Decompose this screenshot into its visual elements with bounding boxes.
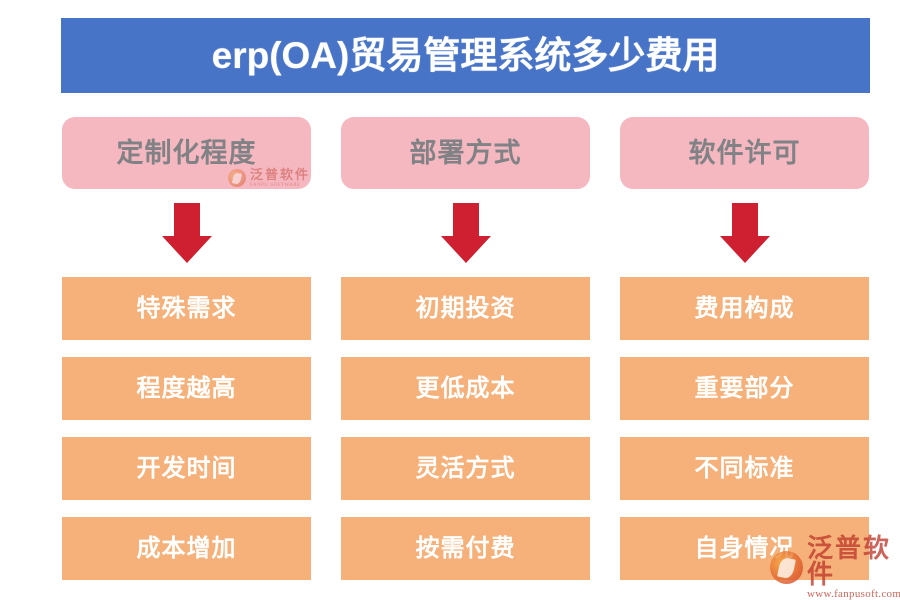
arrow-container-2 <box>341 189 590 277</box>
arrow-container-1 <box>62 189 311 277</box>
item-box[interactable]: 更低成本 <box>341 357 590 420</box>
arrow-head <box>161 236 212 263</box>
item-label: 程度越高 <box>136 374 237 402</box>
item-label: 自身情况 <box>694 534 795 562</box>
title-banner: erp(OA)贸易管理系统多少费用 <box>61 18 870 93</box>
category-header-label-2: 部署方式 <box>409 137 522 168</box>
arrow-shaft <box>452 203 479 238</box>
category-column-3: 软件许可 费用构成 重要部分 不同标准 自身情况 <box>620 117 869 580</box>
item-label: 特殊需求 <box>136 294 237 322</box>
arrow-shaft <box>173 203 200 238</box>
item-box[interactable]: 自身情况 <box>620 517 869 580</box>
item-label: 重要部分 <box>694 374 795 402</box>
item-box[interactable]: 程度越高 <box>62 357 311 420</box>
category-header-1[interactable]: 定制化程度 <box>62 117 311 189</box>
item-box[interactable]: 开发时间 <box>62 437 311 500</box>
item-box[interactable]: 特殊需求 <box>62 277 311 340</box>
watermark-url: www.fanpusoft.com <box>807 588 900 600</box>
item-box[interactable]: 成本增加 <box>62 517 311 580</box>
arrow-head <box>719 236 770 263</box>
arrow-head <box>440 236 491 263</box>
page-title: erp(OA)贸易管理系统多少费用 <box>211 35 720 76</box>
arrow-shaft <box>731 203 758 238</box>
category-column-1: 定制化程度 特殊需求 程度越高 开发时间 成本增加 <box>62 117 311 580</box>
item-box[interactable]: 灵活方式 <box>341 437 590 500</box>
category-header-label-3: 软件许可 <box>688 137 801 168</box>
down-arrow-icon-1 <box>161 203 212 263</box>
item-box[interactable]: 按需付费 <box>341 517 590 580</box>
item-label: 初期投资 <box>415 294 516 322</box>
item-label: 不同标准 <box>694 454 795 482</box>
item-label: 按需付费 <box>415 534 516 562</box>
category-header-3[interactable]: 软件许可 <box>620 117 869 189</box>
item-box[interactable]: 重要部分 <box>620 357 869 420</box>
category-header-2[interactable]: 部署方式 <box>341 117 590 189</box>
item-label: 更低成本 <box>415 374 516 402</box>
down-arrow-icon-2 <box>440 203 491 263</box>
item-box[interactable]: 初期投资 <box>341 277 590 340</box>
item-label: 开发时间 <box>136 454 237 482</box>
arrow-container-3 <box>620 189 869 277</box>
category-column-2: 部署方式 初期投资 更低成本 灵活方式 按需付费 <box>341 117 590 580</box>
down-arrow-icon-3 <box>719 203 770 263</box>
category-header-label-1: 定制化程度 <box>116 137 257 168</box>
item-label: 灵活方式 <box>415 454 516 482</box>
item-label: 成本增加 <box>136 534 237 562</box>
item-box[interactable]: 费用构成 <box>620 277 869 340</box>
item-box[interactable]: 不同标准 <box>620 437 869 500</box>
item-label: 费用构成 <box>694 294 795 322</box>
